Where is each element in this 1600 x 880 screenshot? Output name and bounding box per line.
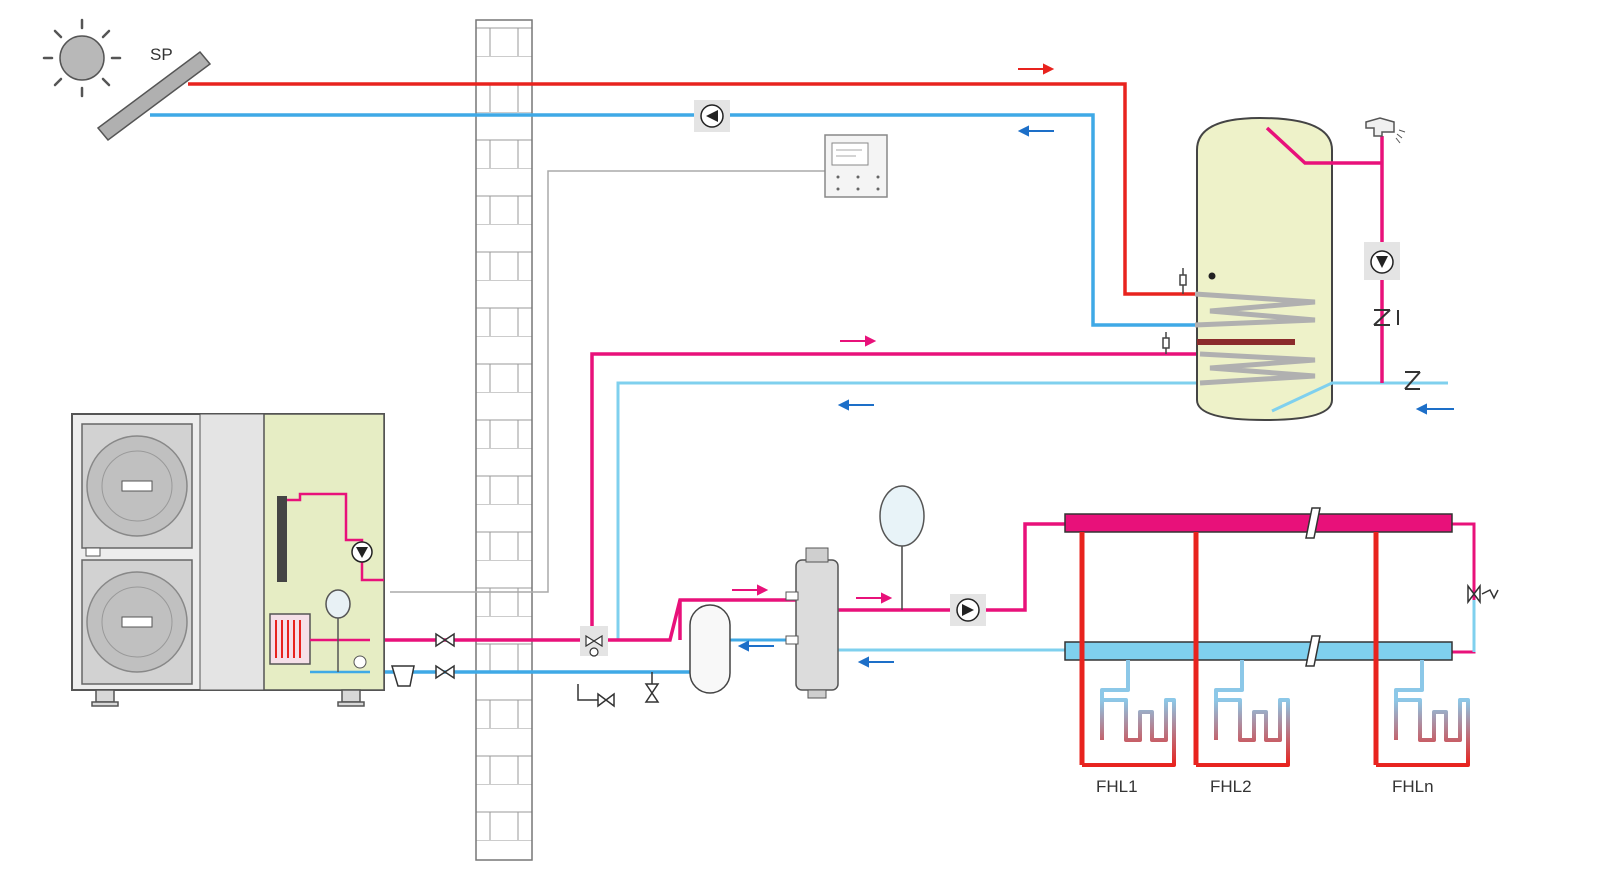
temperature-sensor-icon [1162,268,1187,354]
strainer-icon [390,665,415,687]
floor-heating-loop [1079,532,1176,767]
buffer-tank [689,604,731,694]
solar-panel-icon [96,50,212,142]
floor-heating-loop [1373,532,1470,767]
solar-circuit-pipes [150,82,1195,327]
valve-icon [435,632,455,680]
expansion-vessel-icon [325,589,351,619]
check-valve-icon [1373,309,1421,390]
solar-panel-label: SP [150,45,173,64]
sun-icon [42,18,122,98]
flow-arrow [732,63,1454,668]
expansion-vessel-icon [879,485,925,547]
circulation-pump-icon [351,541,373,563]
hydraulic-separator-icon [785,547,839,699]
fan-icon [81,423,193,549]
dhw-coil-pipes [590,352,1200,640]
fan-icon [81,559,193,685]
brick-wall [475,19,533,861]
heat-pump-outdoor-unit [71,413,385,707]
three-way-valve-icon [580,626,608,657]
valve-icon [1467,583,1499,605]
dhw-storage-tank [1194,116,1448,422]
circulation-pump-icon [694,100,730,132]
circulation-pump-icon [1364,242,1400,280]
floor-loop-label-n: FHLn [1392,777,1434,796]
tap-icon [1365,117,1406,144]
floor-loop-label-1: FHL1 [1096,777,1138,796]
floor-loop-label-2: FHL2 [1210,777,1252,796]
heat-exchanger-icon [269,613,311,665]
wall-controller-icon [824,134,888,198]
drain-valve-icon [577,672,660,708]
circulation-pump-icon [950,594,986,626]
heating-main-pipes [370,522,1476,674]
floor-heating-loop [1193,532,1290,767]
control-cable [390,170,825,593]
manifold-icon [1064,507,1453,667]
